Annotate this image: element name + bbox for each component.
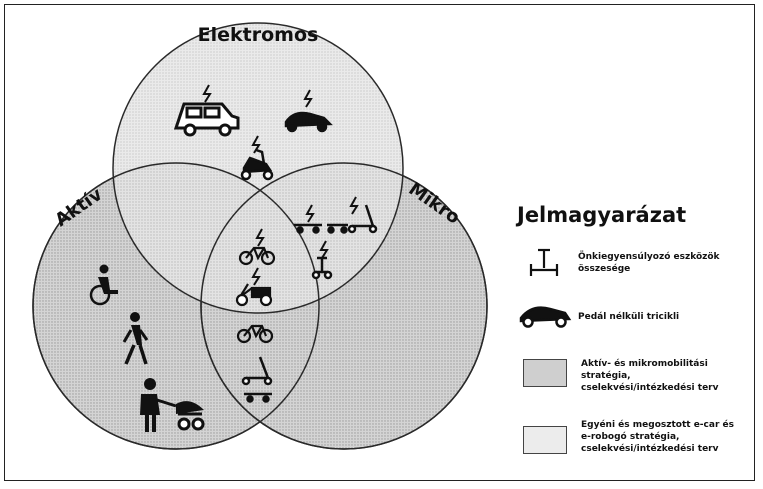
e-skateboard-icon-2 — [327, 223, 348, 234]
car-icon — [173, 84, 240, 137]
parent-with-stroller-icon — [140, 378, 205, 432]
legend-item-tricycle: Pedál nélküli tricikli — [578, 312, 680, 322]
legend-item-ecar-strategy: Egyéni és megosztott e-car és e-robogó s… — [581, 420, 734, 454]
swatch-dense — [523, 359, 567, 387]
e-kickscooter-icon — [347, 196, 378, 234]
e-cargo-bike-icon — [235, 267, 273, 307]
legend-item-active-micro-strategy: Aktív- és mikromobilitási stratégia, cse… — [581, 359, 719, 393]
tricycle-small-icon — [284, 89, 333, 133]
e-scooter-moped-icon — [240, 135, 274, 181]
pedestrian-icon — [122, 312, 149, 365]
wheelchair-user-icon — [89, 264, 118, 306]
legend-item-self-balancing: Önkiegyensúlyozó eszközök összesége — [578, 252, 720, 274]
legend-title: Jelmagyarázat — [517, 203, 687, 227]
e-bike-icon — [238, 228, 276, 266]
e-skateboard-icon-1 — [294, 204, 322, 234]
electric-circle-label: Elektromos — [198, 24, 319, 46]
segway-icon — [311, 240, 333, 280]
kickscooter-icon — [241, 356, 273, 386]
bicycle-icon — [236, 324, 274, 344]
swatch-light — [523, 426, 567, 454]
skateboard-icon — [244, 392, 272, 403]
figure-frame — [4, 4, 755, 481]
